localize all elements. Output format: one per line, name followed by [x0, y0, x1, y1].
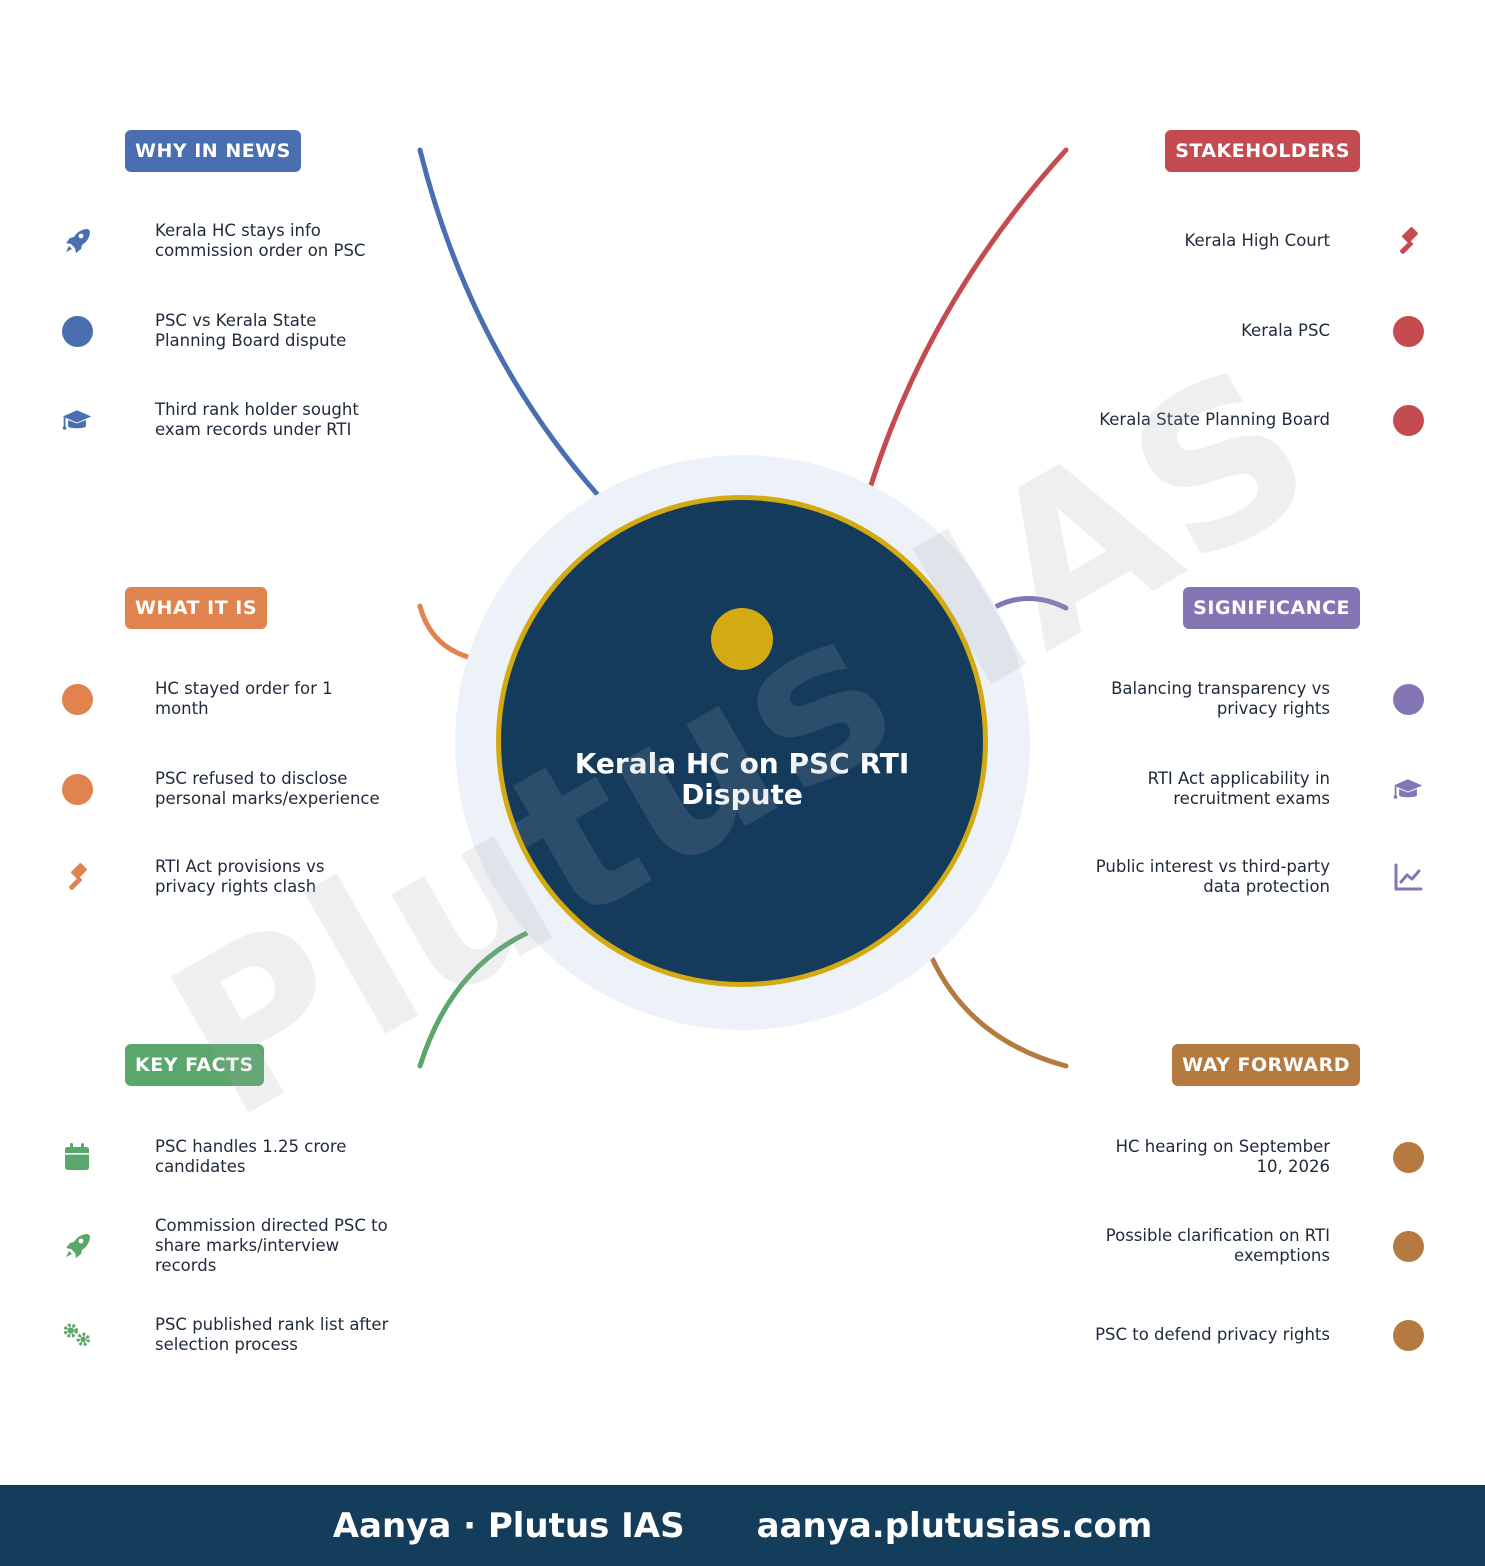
bullet-dot-icon: [1392, 1141, 1424, 1173]
calendar-icon: [61, 1141, 93, 1173]
section-badge-stake: STAKEHOLDERS: [1165, 130, 1360, 172]
bullet-dot-icon: [61, 315, 93, 347]
item-text-what-1: HC stayed order for 1 month: [155, 679, 333, 718]
item-text-facts-3: PSC published rank list after selection …: [155, 1315, 389, 1354]
footer-brand: Aanya · Plutus IAS: [332, 1505, 685, 1546]
item-text-stake-2: Kerala PSC: [1241, 321, 1330, 340]
section-badge-way: WAY FORWARD: [1172, 1044, 1360, 1086]
center-title: Kerala HC on PSC RTI Dispute: [574, 747, 910, 811]
section-badge-what: WHAT IT IS: [125, 587, 268, 629]
item-text-why-1: Kerala HC stays info commission order on…: [155, 221, 366, 260]
connector-what: [417, 603, 471, 660]
rocket-icon: [61, 225, 93, 257]
section-badge-facts: KEY FACTS: [125, 1044, 264, 1086]
bullet-dot-icon: [1392, 1319, 1424, 1351]
bullet-dot-icon: [61, 683, 93, 715]
item-text-why-3: Third rank holder sought exam records un…: [155, 400, 359, 439]
item-text-sig-2: RTI Act applicability in recruitment exa…: [1147, 769, 1330, 808]
bullet-dot-icon: [61, 773, 93, 805]
footer-site-link[interactable]: aanya.plutusias.com: [756, 1505, 1153, 1546]
item-text-way-2: Possible clarification on RTI exemptions: [1105, 1226, 1330, 1265]
item-text-way-3: PSC to defend privacy rights: [1095, 1325, 1330, 1344]
item-text-stake-1: Kerala High Court: [1184, 231, 1330, 250]
bullet-dot-icon: [1392, 683, 1424, 715]
connector-stake: [868, 147, 1069, 488]
footer-bar: Aanya · Plutus IAS aanya.plutusias.com: [0, 1485, 1485, 1566]
item-text-sig-3: Public interest vs third-party data prot…: [1095, 857, 1330, 896]
graduation-cap-icon: [1392, 773, 1424, 805]
item-text-what-2: PSC refused to disclose personal marks/e…: [155, 769, 380, 808]
section-badge-why: WHY IN NEWS: [125, 130, 301, 172]
connector-way: [929, 955, 1069, 1069]
item-text-facts-1: PSC handles 1.25 crore candidates: [155, 1137, 347, 1176]
item-text-sig-1: Balancing transparency vs privacy rights: [1111, 679, 1330, 718]
center-circle: [496, 495, 988, 987]
graduation-cap-icon: [61, 404, 93, 436]
item-text-stake-3: Kerala State Planning Board: [1099, 410, 1330, 429]
section-badge-sig: SIGNIFICANCE: [1183, 587, 1360, 629]
item-text-facts-2: Commission directed PSC to share marks/i…: [155, 1216, 388, 1275]
connector-why: [417, 147, 600, 497]
gavel-icon: [61, 861, 93, 893]
item-text-what-3: RTI Act provisions vs privacy rights cla…: [155, 857, 325, 896]
center-dot-icon: [711, 608, 773, 670]
chart-line-icon: [1392, 861, 1424, 893]
bullet-dot-icon: [1392, 315, 1424, 347]
bullet-dot-icon: [1392, 404, 1424, 436]
item-text-way-1: HC hearing on September 10, 2026: [1115, 1137, 1330, 1176]
bullet-dot-icon: [1392, 1230, 1424, 1262]
item-text-why-2: PSC vs Kerala State Planning Board dispu…: [155, 311, 347, 350]
connector-facts: [417, 930, 530, 1069]
gavel-icon: [1392, 225, 1424, 257]
gears-icon: [61, 1319, 93, 1351]
rocket-icon: [61, 1230, 93, 1262]
connector-sig: [994, 595, 1069, 611]
